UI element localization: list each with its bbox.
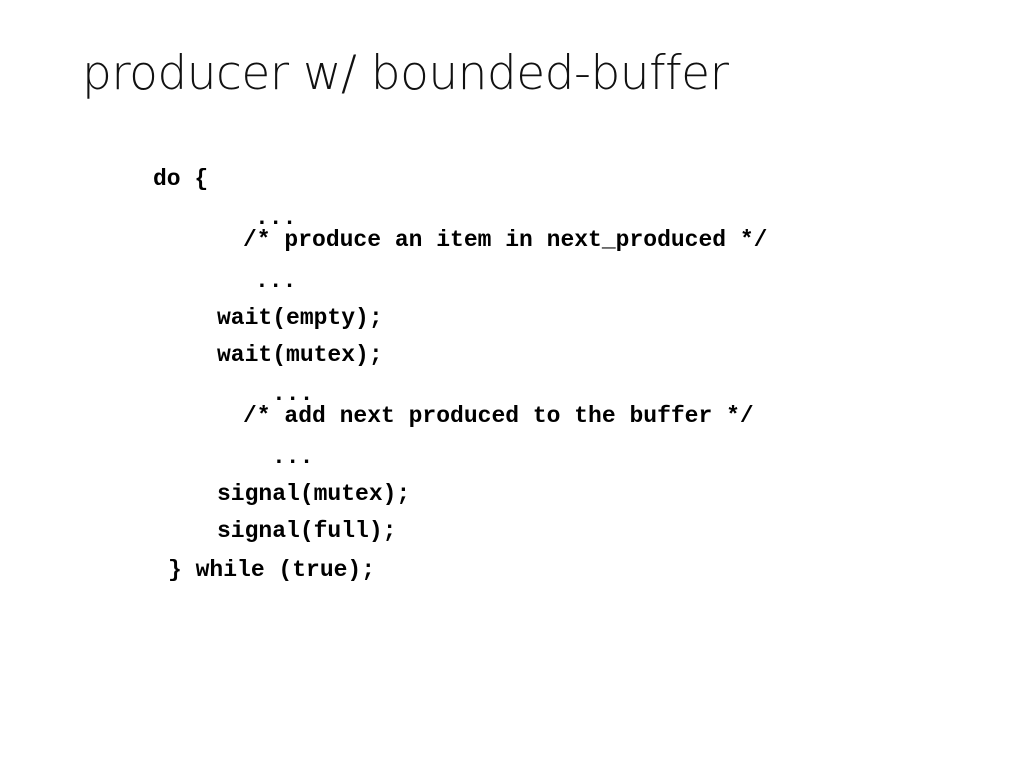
code-line-signal-mutex: signal(mutex);	[217, 481, 411, 507]
code-line-ellipsis: ...	[272, 444, 314, 470]
code-line-wait-mutex: wait(mutex);	[217, 342, 383, 368]
code-line-ellipsis: ...	[255, 205, 297, 231]
slide-title: producer w/ bounded-buffer	[82, 46, 729, 101]
code-line-while-true: } while (true);	[168, 557, 376, 583]
code-line-comment-add: /* add next produced to the buffer */	[243, 403, 754, 429]
code-line-do: do {	[153, 166, 209, 192]
code-line-wait-empty: wait(empty);	[217, 305, 383, 331]
code-line-signal-full: signal(full);	[217, 518, 397, 544]
code-line-ellipsis: ...	[272, 381, 314, 407]
code-line-ellipsis: ...	[255, 268, 297, 294]
code-line-comment-produce: /* produce an item in next_produced */	[243, 227, 768, 253]
